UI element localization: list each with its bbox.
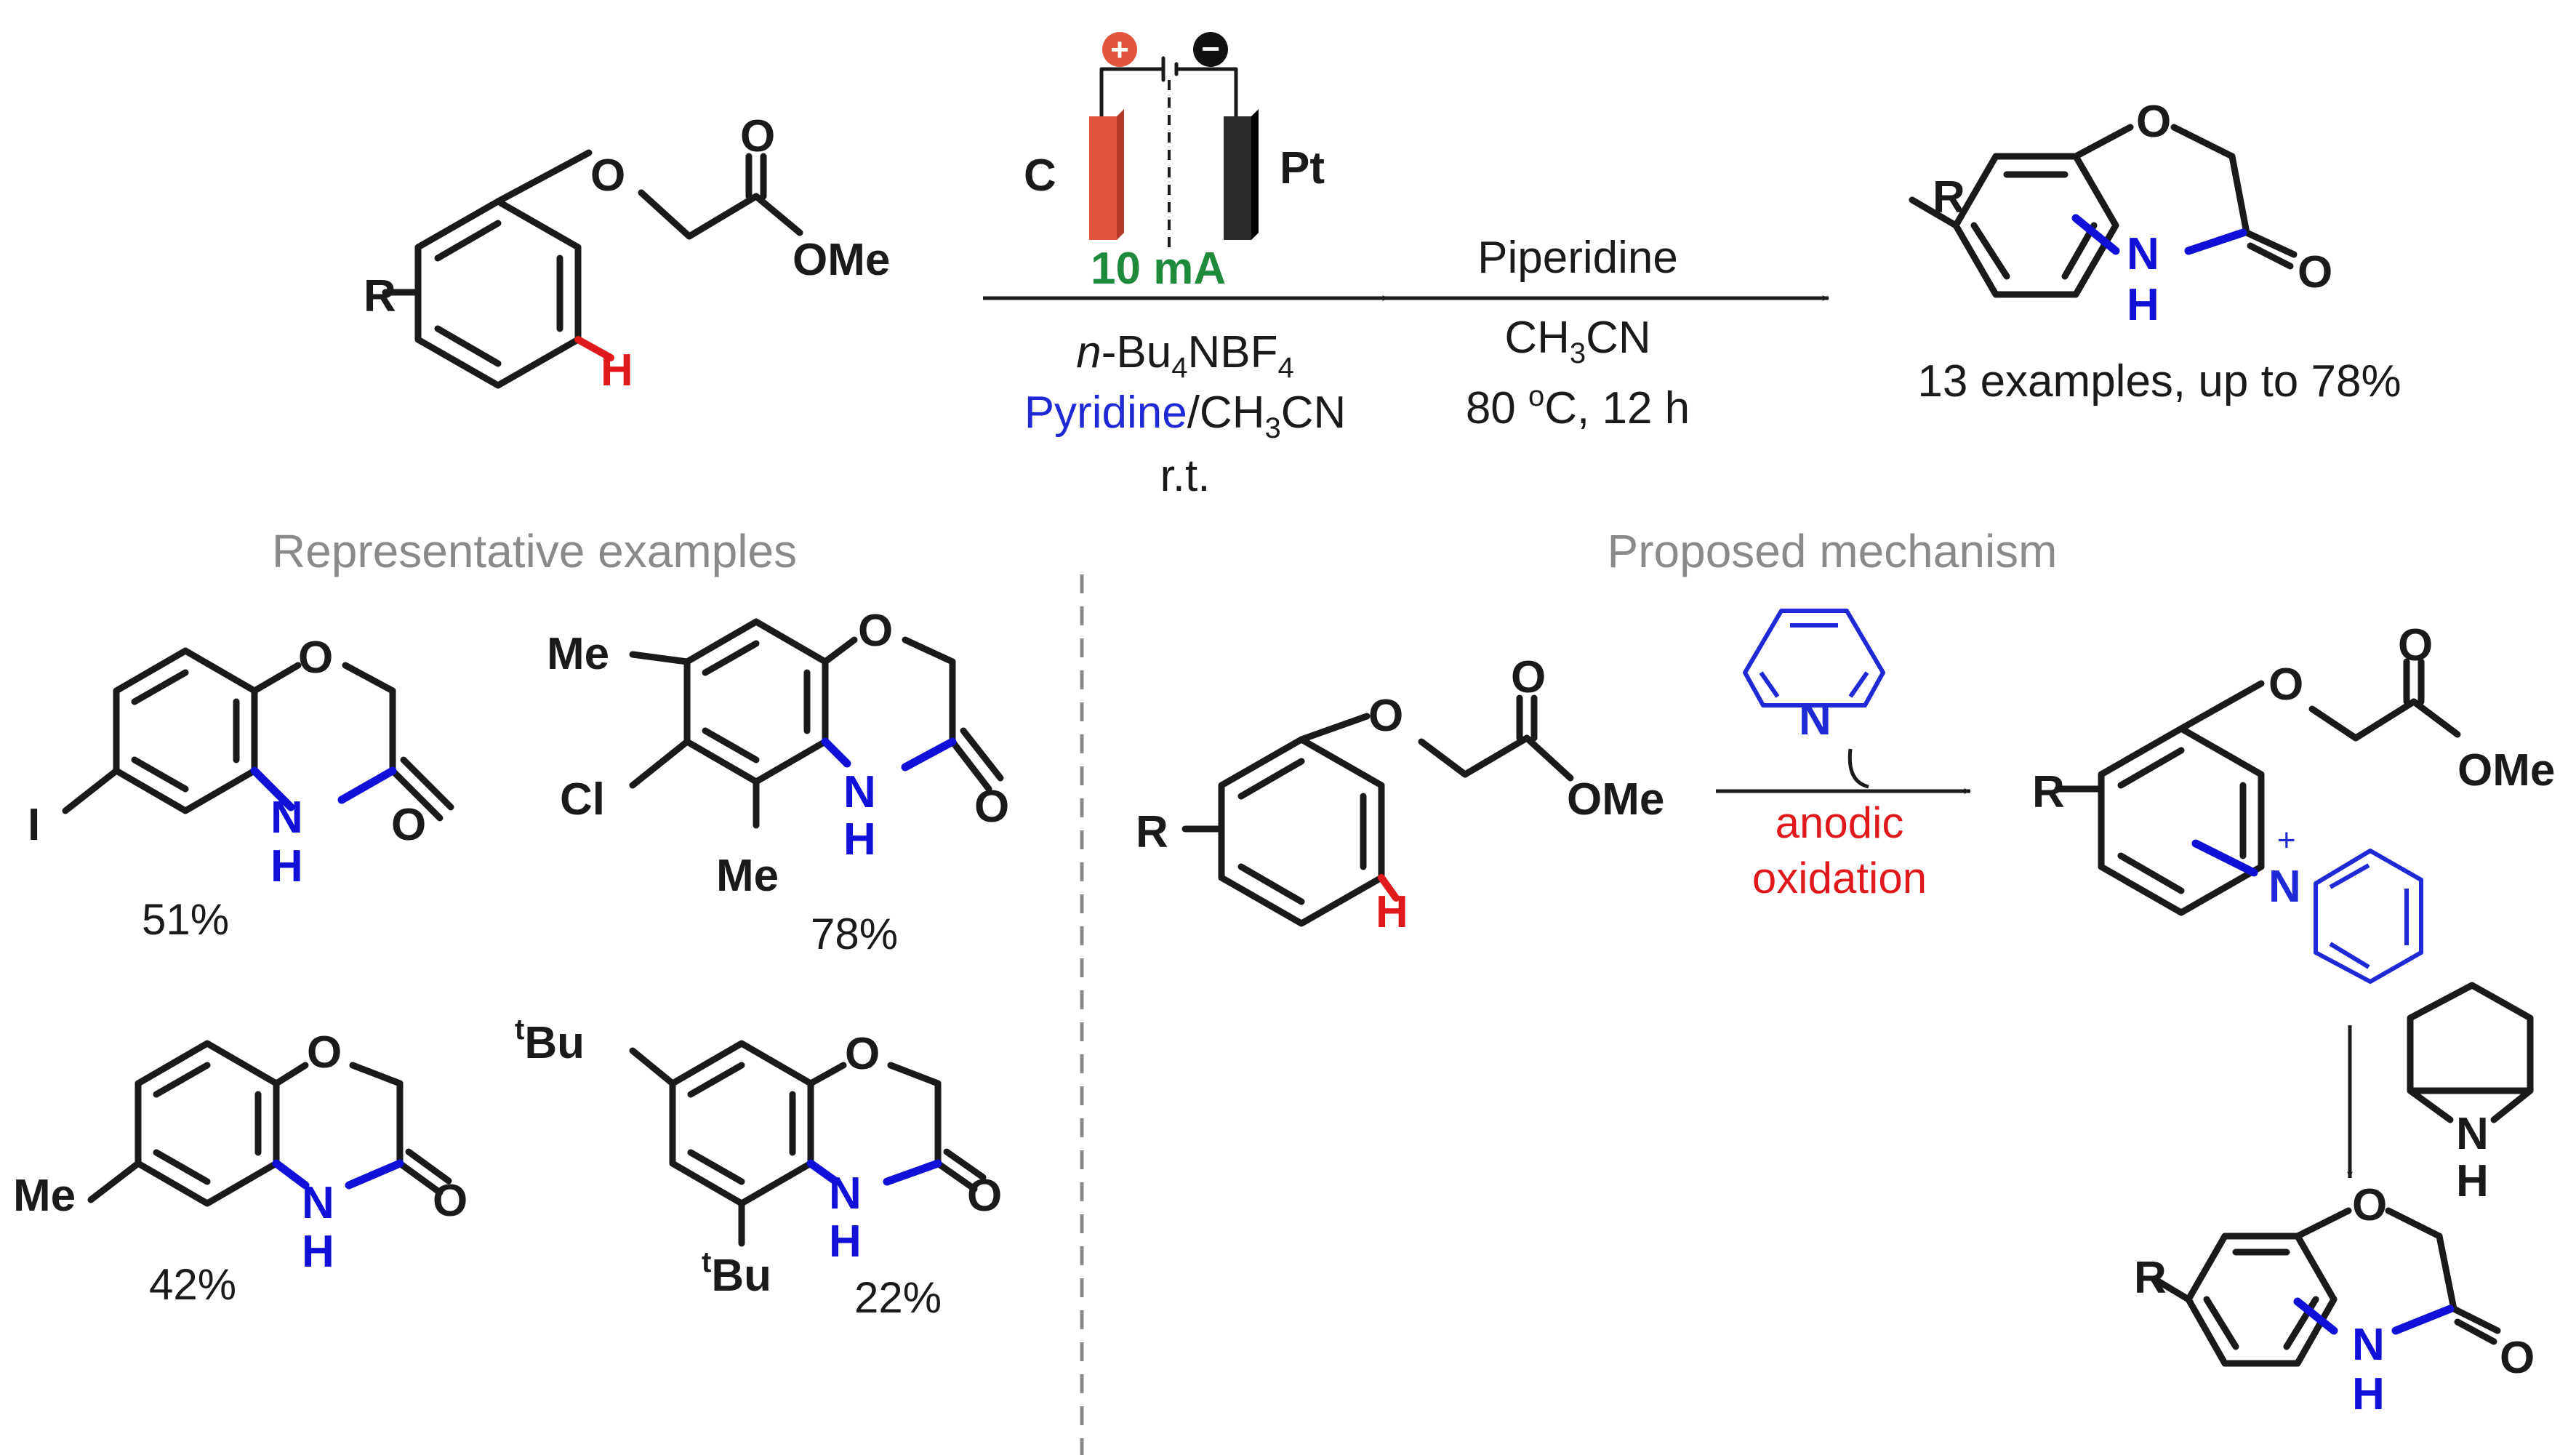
mechanism-substrate-r: R <box>1136 807 1168 857</box>
product-structure: R O N H O <box>1909 97 2332 330</box>
piperidine-reagent: N H <box>2407 982 2534 1206</box>
mechanism-product-n: N <box>2352 1320 2385 1370</box>
piperidine-h: H <box>2456 1156 2489 1206</box>
example-2-carbonyl: O <box>974 782 1009 832</box>
example-1-o: O <box>298 633 333 683</box>
example-2-substituent-1: Me <box>547 629 609 679</box>
step2-reagent: Piperidine <box>1477 233 1678 283</box>
mechanism-product-h: H <box>2352 1369 2385 1419</box>
example-2-o: O <box>858 606 893 656</box>
svg-text:n-Bu4NBF4: n-Bu4NBF4 <box>1076 327 1293 384</box>
example-1-carbonyl: O <box>391 800 426 850</box>
example-3-o: O <box>307 1027 342 1078</box>
step1-conditions: n-Bu4NBF4 Pyridine/CH3CN r.t. <box>1024 327 1347 501</box>
svg-text:tBu: tBu <box>702 1246 771 1301</box>
example-4-carbonyl: O <box>967 1171 1002 1221</box>
plus-terminal-icon <box>1102 32 1137 67</box>
mechanism-substrate-o: O <box>1368 691 1403 741</box>
example-4-h: H <box>829 1216 862 1267</box>
example-4-structure: tBu tBu O N H O <box>515 1014 1002 1301</box>
mechanism-product-carbonyl: O <box>2500 1333 2535 1383</box>
example-2-yield: 78% <box>811 910 898 958</box>
example-4-o: O <box>845 1029 880 1079</box>
example-3-n: N <box>302 1178 334 1228</box>
intermediate-o: O <box>2268 660 2303 710</box>
current-label: 10 mA <box>1091 244 1226 294</box>
minus-terminal-icon <box>1193 32 1228 67</box>
intermediate-ome: OMe <box>2457 745 2555 795</box>
svg-text:tBu: tBu <box>515 1014 585 1068</box>
product-r-label: R <box>1933 172 1965 223</box>
example-1-structure: I O N H O <box>28 633 454 891</box>
example-2-structure: Me Cl Me O N H O <box>547 606 1009 901</box>
product-h: H <box>2127 280 2159 330</box>
intermediate-carbonyl: O <box>2398 620 2433 670</box>
cathode-electrode <box>1224 116 1251 240</box>
substrate-ether-o: O <box>590 151 625 201</box>
example-1-n: N <box>270 793 303 843</box>
scope-summary: 13 examples, up to 78% <box>1917 356 2401 406</box>
product-carbonyl-o: O <box>2298 247 2332 297</box>
arrow-label-oxidation: oxidation <box>1752 854 1927 902</box>
examples-heading: Representative examples <box>272 525 797 577</box>
example-1-h: H <box>270 841 303 891</box>
example-3-h: H <box>302 1227 334 1277</box>
example-4-substituent: Bu <box>524 1018 585 1068</box>
substrate-carbonyl-o: O <box>740 111 775 161</box>
pyridinium-intermediate: R O O OMe N + <box>2032 620 2555 984</box>
svg-text:CH3CN: CH3CN <box>1504 313 1650 369</box>
mechanism-substrate-ome: OMe <box>1567 774 1664 825</box>
example-2-substituent-3: Me <box>716 851 779 901</box>
example-3-structure: Me O N H O <box>13 1027 468 1277</box>
example-1-yield: 51% <box>142 895 229 944</box>
substrate-h: H <box>601 345 633 396</box>
intermediate-r: R <box>2032 767 2065 817</box>
mechanism-substrate-h: H <box>1376 887 1408 937</box>
substrate-ome: OMe <box>793 235 890 285</box>
pyridine-n: N <box>1799 694 1831 745</box>
mechanism-substrate-carbonyl: O <box>1511 652 1546 702</box>
anode-label: C <box>1024 151 1056 201</box>
substrate-r-label: R <box>364 271 396 321</box>
intermediate-charge: + <box>2277 822 2296 858</box>
mechanism-product-r: R <box>2134 1253 2167 1303</box>
example-4-yield: 22% <box>854 1273 942 1322</box>
example-3-substituent: Me <box>13 1171 76 1221</box>
piperidine-n: N <box>2456 1109 2489 1159</box>
electrochemical-cell: + − C Pt 10 mA <box>1024 31 1325 294</box>
minus-sign: − <box>1201 31 1220 67</box>
example-2-h: H <box>843 814 876 865</box>
plus-sign: + <box>1110 32 1129 68</box>
pyridine-reagent: N <box>1743 609 1885 789</box>
intermediate-n: N <box>2268 862 2301 912</box>
example-1-substituent: I <box>28 800 40 850</box>
example-2-n: N <box>843 767 876 817</box>
example-3-carbonyl: O <box>433 1176 468 1226</box>
example-4-substituent-sup: t <box>515 1014 524 1046</box>
mechanism-product-o: O <box>2352 1180 2387 1230</box>
mechanism-product: R O N H O <box>2134 1180 2535 1419</box>
step2-conditions: Piperidine CH3CN 80 oC, 12 h <box>1466 233 1690 433</box>
example-4-n: N <box>829 1169 862 1219</box>
arrow-label-anodic: anodic <box>1775 798 1904 847</box>
svg-text:Pyridine/CH3CN: Pyridine/CH3CN <box>1024 388 1347 444</box>
example-4-substituent-2: Bu <box>711 1251 771 1301</box>
mechanism-heading: Proposed mechanism <box>1608 525 2058 577</box>
anode-electrode <box>1089 116 1117 240</box>
cathode-label: Pt <box>1280 143 1325 193</box>
product-ring-o: O <box>2136 97 2171 147</box>
step1-temp: r.t. <box>1160 451 1211 501</box>
product-n: N <box>2127 229 2159 279</box>
svg-text:80 oC, 12 h: 80 oC, 12 h <box>1466 380 1690 433</box>
example-3-yield: 42% <box>149 1260 236 1309</box>
example-2-substituent-2: Cl <box>560 774 605 825</box>
mechanism-substrate: R O O OMe H <box>1136 652 1664 937</box>
example-4-substituent-sup-2: t <box>702 1246 711 1278</box>
substrate-structure: R O O OMe H <box>364 111 890 396</box>
